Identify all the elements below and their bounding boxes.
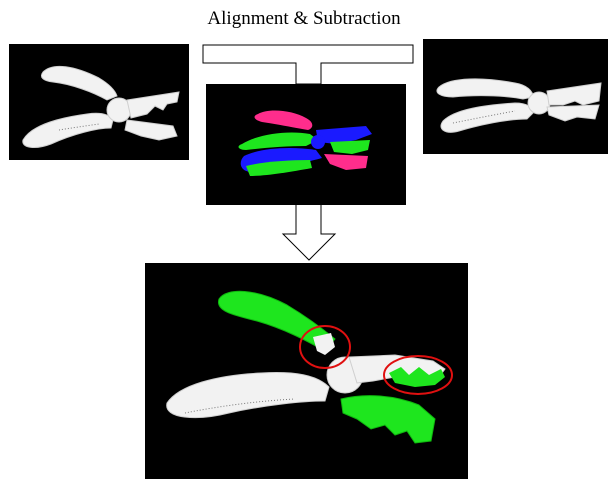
pliers-open-image — [9, 44, 189, 160]
pliers-closed-image — [423, 39, 608, 154]
subtraction-result-panel — [145, 263, 468, 479]
input-pliers-closed-panel — [423, 39, 608, 154]
aligned-overlay-panel — [206, 84, 406, 205]
t-connector — [203, 45, 413, 84]
subtraction-result-image — [145, 263, 468, 479]
down-arrow — [283, 205, 335, 260]
input-pliers-open-panel — [9, 44, 189, 160]
aligned-overlay-image — [206, 84, 406, 205]
